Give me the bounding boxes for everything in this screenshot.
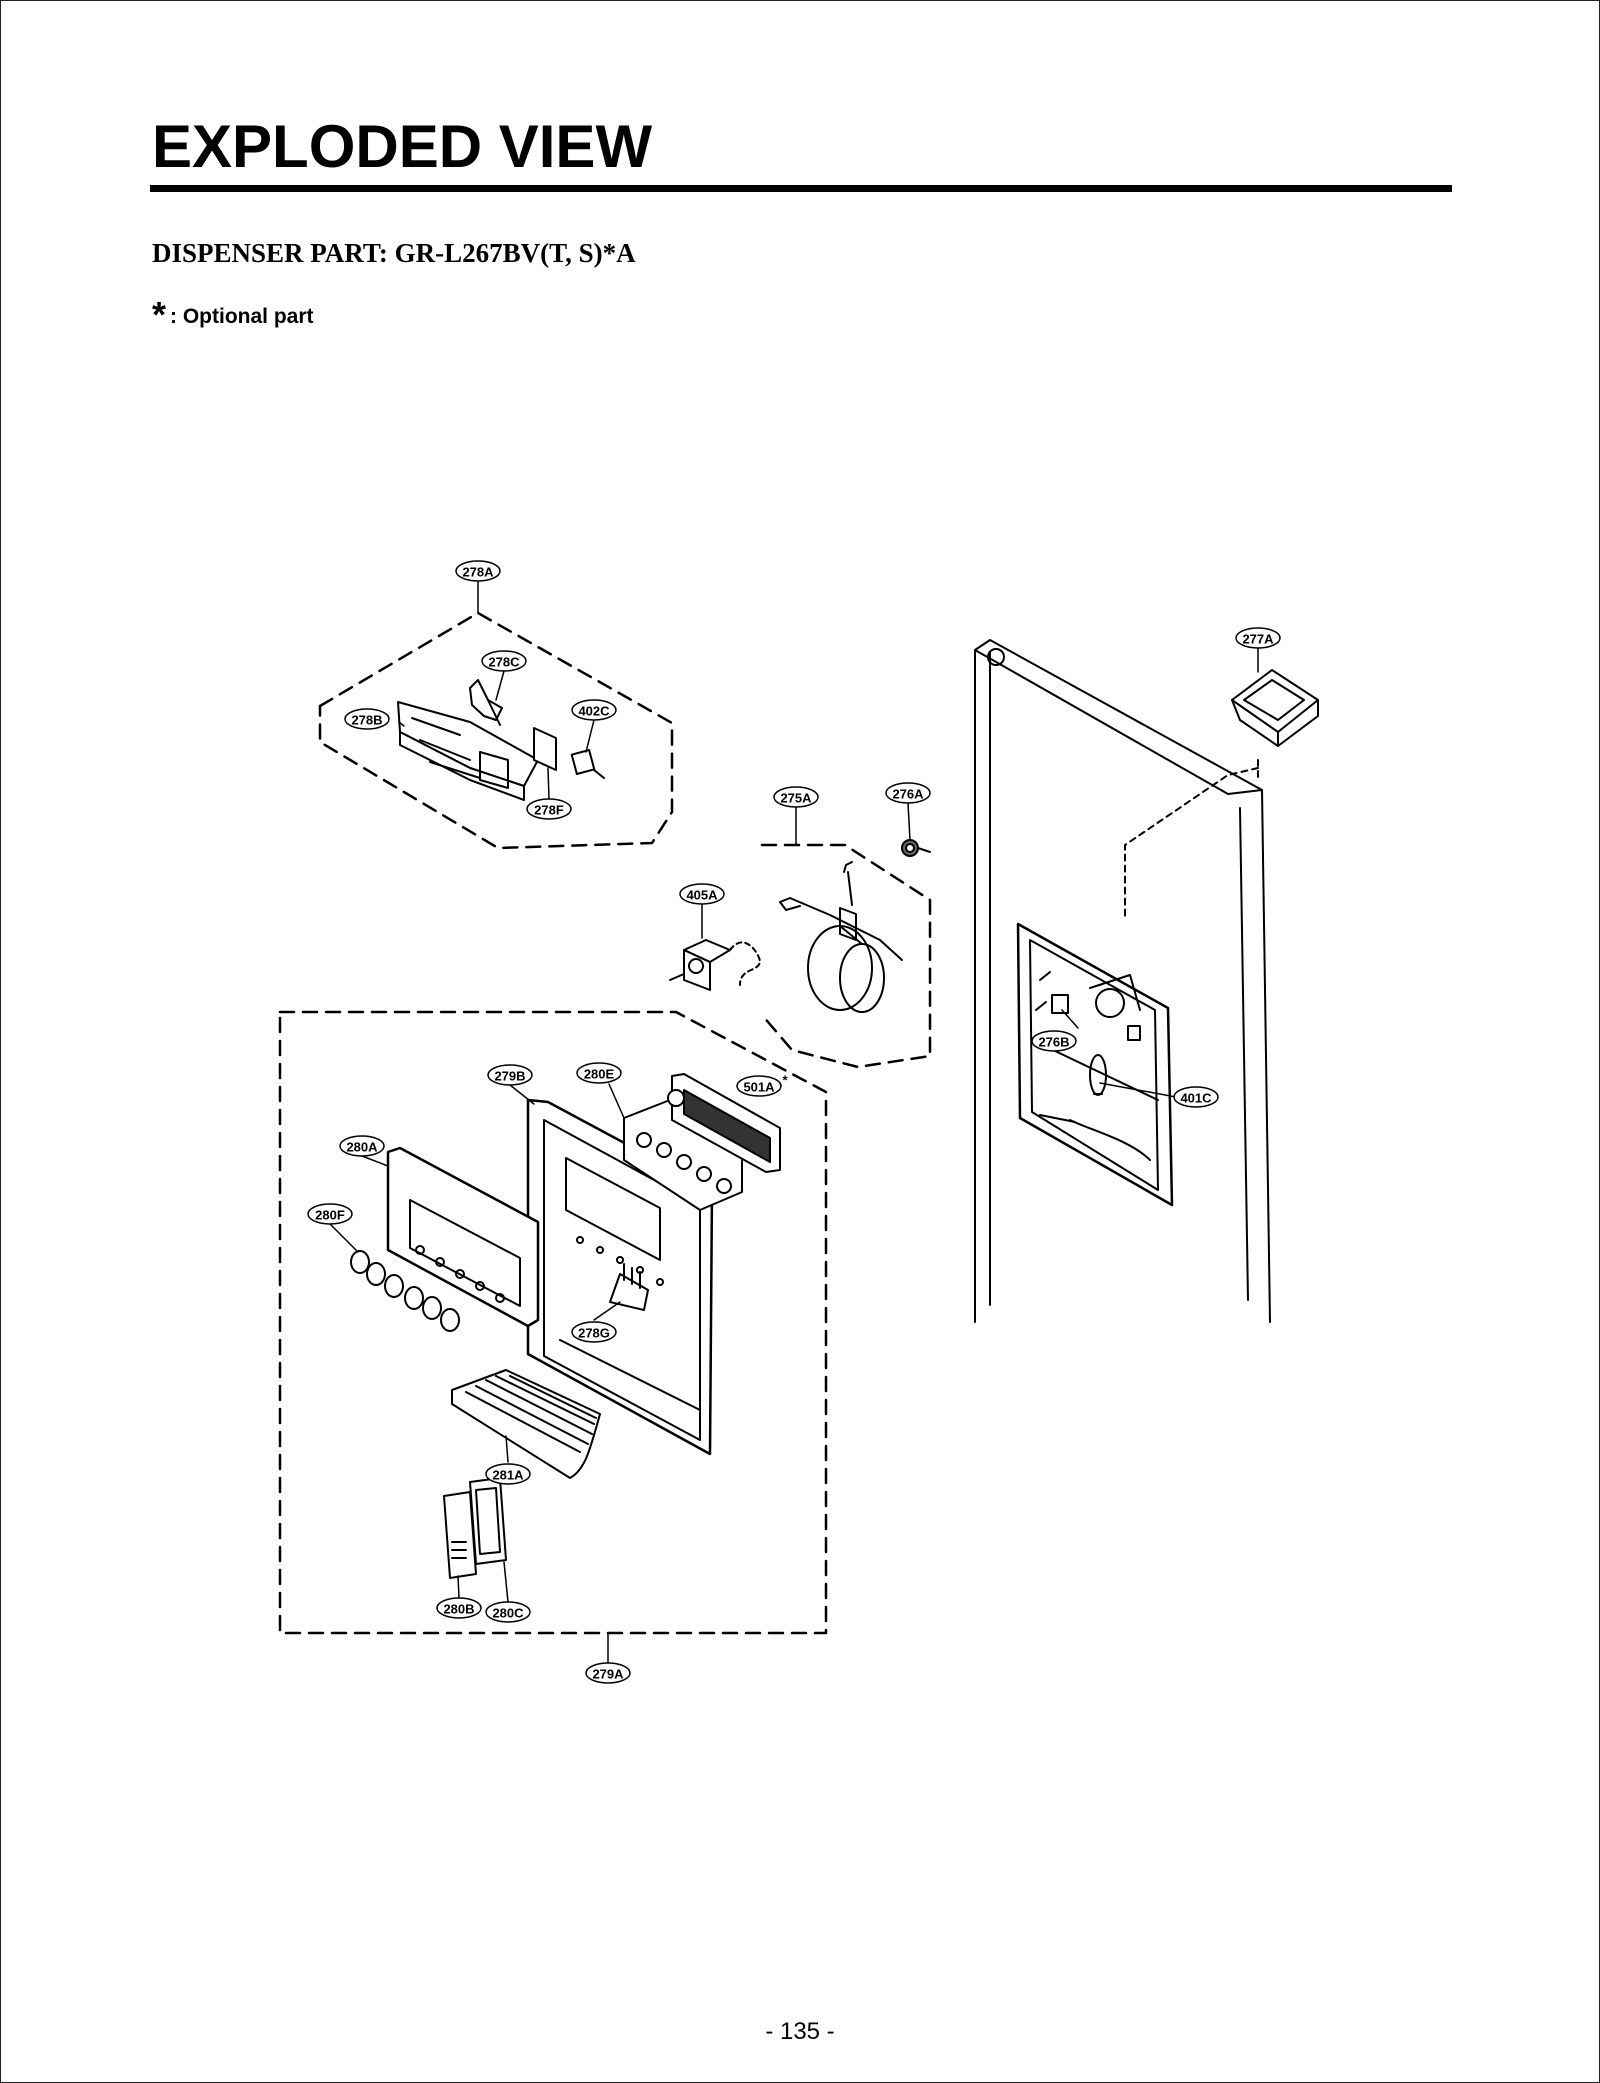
- callout-276b-bubble: [1031, 1030, 1077, 1052]
- callout-278g-bubble: [571, 1321, 617, 1343]
- callout-281a: 281A: [492, 1468, 524, 1483]
- page-number: - 135 -: [765, 2018, 835, 2045]
- callout-280b-bubble: [436, 1597, 482, 1619]
- callout-278g: 278G: [578, 1326, 610, 1341]
- callout-501a-bubble: [736, 1075, 782, 1097]
- callout-279a: 279A: [592, 1667, 624, 1682]
- callout-280e-bubble: [576, 1062, 622, 1084]
- callout-278a: 278A: [462, 565, 494, 580]
- callout-275a: 275A: [780, 791, 812, 806]
- callout-279a-bubble: [585, 1662, 631, 1684]
- callout-277a-bubble: [1235, 627, 1281, 649]
- callouts: [307, 560, 1281, 1684]
- part-277a-cap: [1231, 669, 1319, 747]
- callout-405a-bubble: [679, 883, 725, 905]
- callout-280a-bubble: [339, 1135, 385, 1157]
- part-280c-frame: [469, 1477, 507, 1565]
- callout-501a-optional-star: *: [782, 1073, 788, 1088]
- callout-278f: 278F: [534, 803, 564, 818]
- part-281a-drip-tray: [451, 1369, 601, 1479]
- callout-402c: 402C: [578, 704, 610, 719]
- callout-405a: 405A: [686, 888, 718, 903]
- section-title: DISPENSER PART: GR-L267BV(T, S)*A: [152, 238, 636, 268]
- title-rule: [150, 185, 1452, 192]
- group-275a-outline: [760, 843, 932, 1069]
- optional-star: *: [152, 294, 167, 335]
- callout-279b-bubble: [487, 1064, 533, 1086]
- callout-280c-bubble: [485, 1601, 531, 1623]
- callout-280f: 280F: [315, 1208, 345, 1223]
- page-title: EXPLODED VIEW: [152, 113, 653, 180]
- part-280a-panel: [386, 1146, 540, 1328]
- part-door-panel: [974, 639, 1271, 1323]
- callout-280e: 280E: [584, 1067, 615, 1082]
- callout-278b: 278B: [351, 713, 382, 728]
- part-dispenser-recess: [1016, 922, 1174, 1207]
- optional-note: *: Optional part: [152, 290, 314, 335]
- callout-280a: 280A: [346, 1140, 378, 1155]
- callout-278c: 278C: [488, 655, 520, 670]
- leader-lines: [329, 580, 1259, 1664]
- callout-277a: 277A: [1242, 632, 1274, 647]
- part-276a-spring: [901, 839, 931, 857]
- callout-275a-bubble: [773, 786, 819, 808]
- callout-280c: 280C: [492, 1606, 524, 1621]
- part-278f-cover: [533, 727, 557, 771]
- callout-278c-bubble: [481, 650, 527, 672]
- part-275a-solenoid: [779, 861, 903, 1013]
- part-278c-lever: [469, 679, 503, 726]
- callout-401c-bubble: [1173, 1086, 1219, 1108]
- callout-278f-bubble: [526, 798, 572, 820]
- part-278b-housing: [397, 701, 539, 801]
- part-402c-switch: [570, 749, 605, 779]
- part-501a-display: [667, 1073, 781, 1173]
- part-280f-buttons: [350, 1250, 460, 1332]
- callout-280f-bubble: [307, 1203, 353, 1225]
- part-280e-button-board: [623, 1099, 743, 1211]
- callout-276a-bubble: [885, 782, 931, 804]
- callout-501a: 501A: [743, 1080, 775, 1095]
- callout-278a-bubble: [455, 560, 501, 582]
- callout-278b-bubble: [344, 708, 390, 730]
- part-405a-motor: [669, 939, 761, 991]
- callout-276a: 276A: [892, 787, 924, 802]
- callout-279b: 279B: [494, 1069, 525, 1084]
- callout-280b: 280B: [443, 1602, 474, 1617]
- group-278a-outline: [318, 611, 674, 850]
- callout-402c-bubble: [571, 699, 617, 721]
- callout-276b: 276B: [1038, 1035, 1069, 1050]
- part-280b-cover: [443, 1491, 477, 1579]
- callout-281a-bubble: [485, 1463, 531, 1485]
- optional-label: : Optional part: [170, 305, 314, 328]
- callout-401c: 401C: [1180, 1091, 1212, 1106]
- group-279a-outline: [278, 1010, 828, 1635]
